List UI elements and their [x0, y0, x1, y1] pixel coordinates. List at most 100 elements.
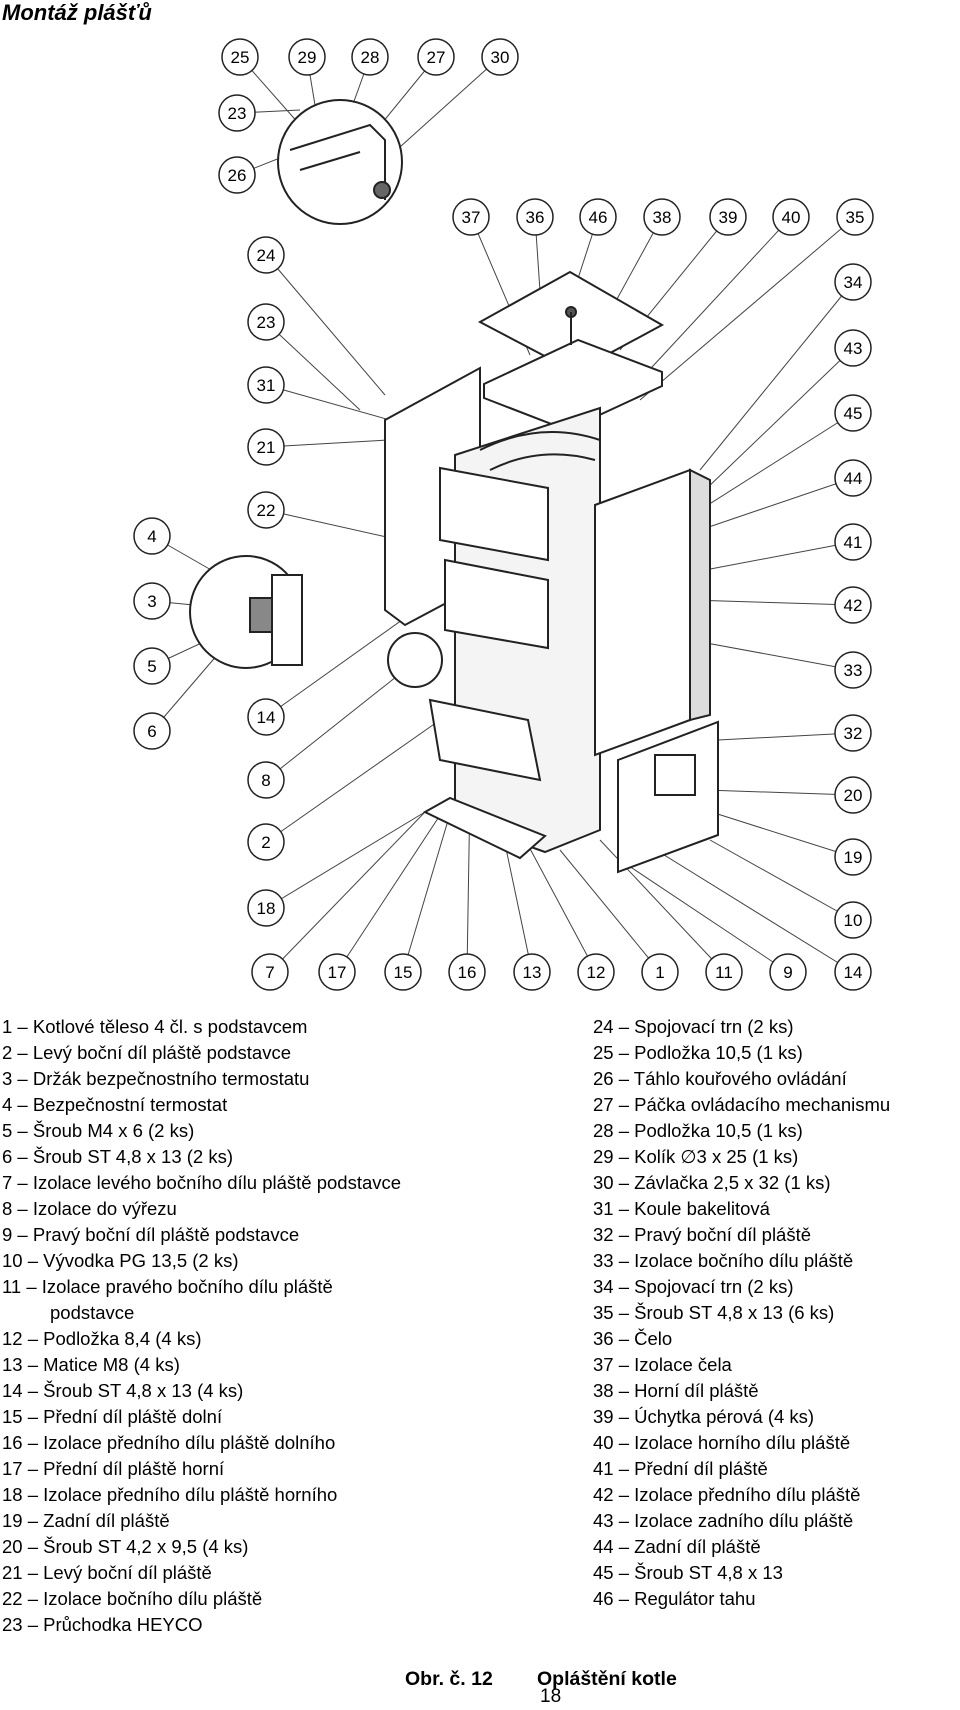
callout-number: 13 [523, 963, 542, 982]
callout-number: 2 [261, 833, 270, 852]
parts-list-item: 43 – Izolace zadního dílu pláště [593, 1510, 854, 1531]
leader-line [265, 254, 386, 396]
detail-circle-small [387, 632, 443, 688]
callout-circle [133, 712, 171, 750]
parts-list-item: 8 – Izolace do výřezu [2, 1198, 177, 1219]
parts-list-item: 3 – Držák bezpečnostního termostatu [2, 1068, 310, 1089]
boiler-drawing [189, 99, 719, 874]
callout-number: 6 [147, 722, 156, 741]
leader-line [639, 216, 856, 401]
callout-circle [834, 714, 872, 752]
callout-number: 12 [587, 963, 606, 982]
figure-number: Obr. č. 12 [405, 1668, 493, 1690]
callout-circle [247, 491, 285, 529]
leader-line [704, 541, 854, 571]
callout-number: 34 [844, 273, 863, 292]
parts-list-item: 9 – Pravý boční díl pláště podstavce [2, 1224, 300, 1245]
callout-number: 18 [257, 899, 276, 918]
callout-circle [247, 236, 285, 274]
callout-number: 44 [844, 469, 863, 488]
leader-line [265, 811, 426, 909]
callout-number: 27 [427, 48, 446, 67]
leader-line [619, 859, 789, 973]
leader-line [639, 839, 854, 973]
callout-number: 19 [844, 848, 863, 867]
callout-circle [448, 953, 486, 991]
front-upper-panel [439, 466, 549, 562]
parts-list-item: 34 – Spojovací trn (2 ks) [593, 1276, 794, 1297]
callout-number: 29 [298, 48, 317, 67]
callout-number: 4 [147, 527, 156, 546]
parts-list-item: 22 – Izolace bočního dílu pláště [2, 1588, 263, 1609]
parts-list-item: 46 – Regulátor tahu [593, 1588, 756, 1609]
callout-number: 26 [228, 166, 247, 185]
callout-number: 41 [844, 533, 863, 552]
parts-list-item: 25 – Podložka 10,5 (1 ks) [593, 1042, 803, 1063]
callout-number: 14 [257, 708, 276, 727]
bottom-insulation [422, 796, 547, 860]
callout-circle [834, 901, 872, 939]
parts-list-item: 24 – Spojovací trn (2 ks) [593, 1016, 794, 1037]
parts-list-item: 45 – Šroub ST 4,8 x 13 [593, 1562, 783, 1583]
callout-circle [769, 953, 807, 991]
leader-line [709, 839, 854, 921]
callout-circle [417, 38, 455, 76]
top-insulation [483, 338, 663, 432]
parts-list-item: 20 – Šroub ST 4,2 x 9,5 (4 ks) [2, 1536, 249, 1557]
leader-line [265, 439, 389, 448]
callout-number: 1 [655, 963, 664, 982]
callout-circle [133, 517, 171, 555]
callout-number: 40 [782, 208, 801, 227]
callout-circle [834, 953, 872, 991]
callout-number: 23 [257, 313, 276, 332]
parts-list-item: 38 – Horní díl pláště [593, 1380, 759, 1401]
leader-line [265, 509, 401, 541]
callout-circle [384, 953, 422, 991]
parts-list-item: 17 – Přední díl pláště horní [2, 1458, 225, 1479]
leader-line [704, 809, 854, 858]
parts-list-item: 21 – Levý boční díl pláště [2, 1562, 212, 1583]
callout-number: 25 [231, 48, 250, 67]
parts-list-item: 30 – Závlačka 2,5 x 32 (1 ks) [593, 1172, 831, 1193]
callout-circle [133, 647, 171, 685]
leader-line [699, 477, 854, 531]
leader-line [689, 639, 854, 671]
callout-number: 22 [257, 501, 276, 520]
callout-circle [834, 838, 872, 876]
leader-line [336, 799, 451, 973]
parts-list-item: 10 – Vývodka PG 13,5 (2 ks) [2, 1250, 239, 1271]
callout-number: 17 [328, 963, 347, 982]
parts-list-item: 13 – Matice M8 (4 ks) [2, 1354, 180, 1375]
parts-list-item: 6 – Šroub ST 4,8 x 13 (2 ks) [2, 1146, 234, 1167]
parts-list-item: 31 – Koule bakelitová [593, 1198, 770, 1219]
figure-caption: Opláštění kotle [537, 1668, 677, 1690]
callout-circle [709, 198, 747, 236]
parts-list-item: 2 – Levý boční díl pláště podstavce [2, 1042, 291, 1063]
callout-circle [772, 198, 810, 236]
leader-line [699, 281, 854, 471]
callout-number: 46 [589, 208, 608, 227]
parts-list-item: 40 – Izolace horního dílu pláště [593, 1432, 851, 1453]
callout-circle [247, 698, 285, 736]
callout-circle [643, 198, 681, 236]
page-number: 18 [540, 1686, 562, 1707]
callout-number: 37 [462, 208, 481, 227]
parts-list-item: 7 – Izolace levého bočního dílu pláště p… [2, 1172, 402, 1193]
parts-list-item: 36 – Čelo [593, 1328, 673, 1349]
callout-circle [836, 198, 874, 236]
parts-list-item: 18 – Izolace předního dílu pláště horníh… [2, 1484, 338, 1505]
parts-list-item: 37 – Izolace čela [593, 1354, 732, 1375]
callout-circle [834, 651, 872, 689]
parts-list-item: 12 – Podložka 8,4 (4 ks) [2, 1328, 202, 1349]
parts-list-item: 29 – Kolík ∅3 x 25 (1 ks) [593, 1146, 799, 1167]
callout-number: 9 [783, 963, 792, 982]
parts-list-item: 39 – Úchytka pérová (4 ks) [593, 1406, 815, 1427]
callout-circle [218, 94, 256, 132]
callout-circle [247, 366, 285, 404]
callout-circle [705, 953, 743, 991]
callout-number: 11 [715, 963, 733, 982]
callout-circle [318, 953, 356, 991]
callout-circle [247, 761, 285, 799]
